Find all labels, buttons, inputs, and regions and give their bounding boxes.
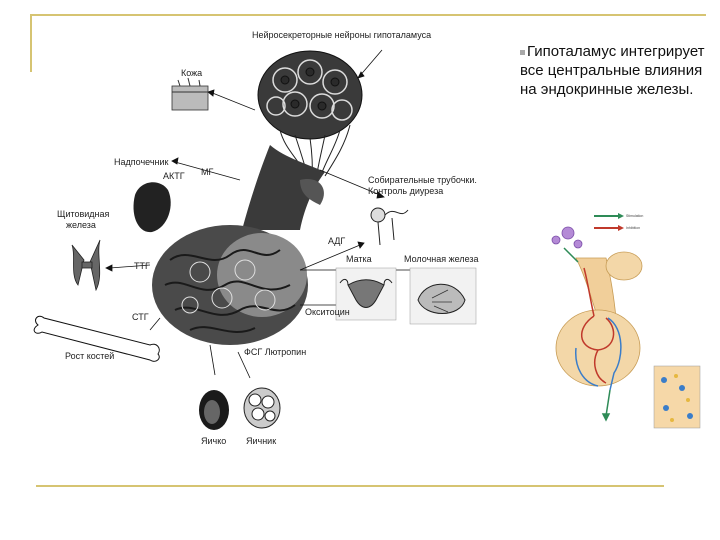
inset-hypothalamus-diagram: Stimulation Inhibition: [506, 198, 702, 434]
label-collecting-2: Контроль диуреза: [368, 186, 444, 196]
label-thyroid-2: железа: [66, 220, 96, 230]
adrenal-illustration: [133, 182, 171, 233]
skin-illustration: [171, 77, 209, 111]
label-collecting-1: Собирательные трубочки.: [368, 175, 477, 185]
accent-bottom-line: [36, 485, 664, 487]
testis-illustration: [199, 390, 229, 430]
label-testis: Яичко: [201, 436, 227, 446]
bullet-square-icon: [520, 49, 525, 55]
bone-illustration: [33, 315, 160, 362]
pituitary-stalk: [242, 145, 325, 230]
thyroid-illustration: [71, 239, 101, 292]
label-ovary: Яичник: [246, 436, 277, 446]
label-fsh-lh: ФСГ Лютропин: [244, 347, 307, 357]
inset-legend-inhibition: Inhibition: [626, 226, 641, 230]
slide-bullet-text: Гипоталамус интегрирует все центральные …: [520, 43, 705, 98]
neuron-cluster: [257, 50, 363, 140]
inset-legend-stimulation: Stimulation: [626, 214, 644, 218]
label-mammary: Молочная железа: [404, 254, 479, 264]
label-adrenal: Надпочечник: [114, 157, 169, 167]
label-stg: СТГ: [132, 312, 149, 322]
accent-top-line: [30, 14, 706, 16]
pituitary-gland: [152, 225, 308, 345]
mammary-illustration: [409, 267, 477, 325]
label-actg: АКТГ: [163, 171, 185, 181]
diagram-title: Нейросекреторные нейроны гипоталамуса: [252, 30, 432, 40]
label-adg: АДГ: [328, 236, 346, 246]
ovary-illustration: [243, 387, 281, 429]
label-ttg: ТТГ: [134, 261, 150, 271]
label-mg: МГ: [201, 167, 214, 177]
uterus-illustration: [335, 267, 397, 321]
label-thyroid-1: Щитовидная: [57, 209, 110, 219]
slide-bullet: Гипоталамус интегрирует все центральные …: [520, 42, 716, 99]
accent-vertical-line: [30, 14, 32, 72]
inset-illustration: [506, 198, 702, 434]
collecting-tubules-illustration: [370, 207, 409, 246]
label-bone-growth: Рост костей: [65, 351, 115, 361]
label-uterus: Матка: [346, 254, 372, 264]
label-skin: Кожа: [181, 68, 203, 78]
label-oxytocin: Окситоцин: [305, 307, 350, 317]
